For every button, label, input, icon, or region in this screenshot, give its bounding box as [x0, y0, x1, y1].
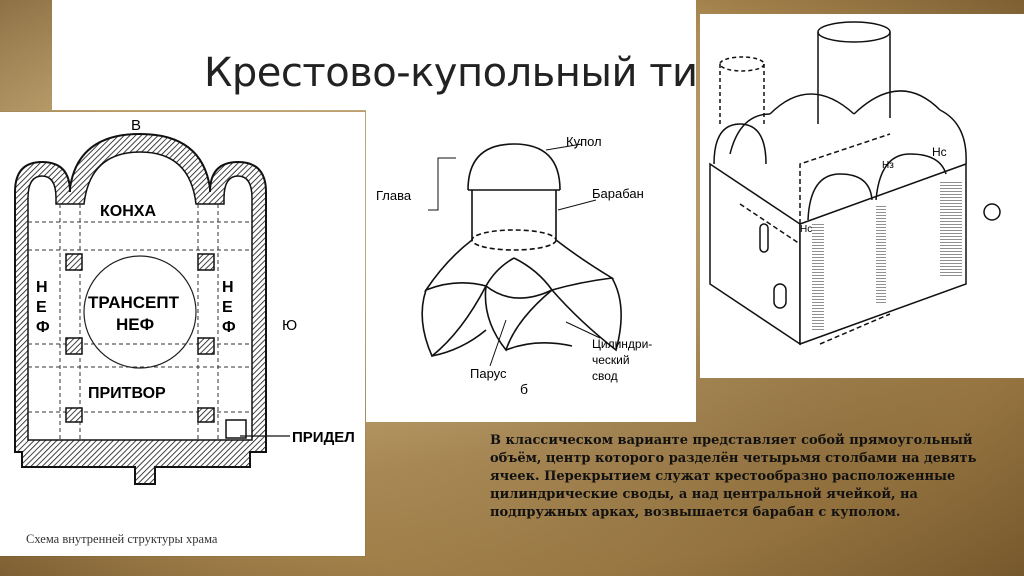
label-south: Ю: [282, 317, 297, 334]
label-parus: Парус: [470, 366, 507, 381]
label-glava: Глава: [376, 188, 412, 203]
dome-leaders: [428, 143, 601, 367]
description-text: В классическом варианте представляет соб…: [490, 433, 977, 520]
label-hc-1: Нс: [932, 145, 947, 159]
isometric-church-panel: Нс Нз Нс: [700, 14, 1024, 378]
section-marker-icon: [983, 203, 1001, 221]
label-baraban: Барабан: [592, 186, 644, 201]
title-panel: Крестово-купольный тип: [52, 0, 724, 110]
plan-caption: Схема внутренней структуры храма: [26, 532, 218, 546]
label-apse: КОНХА: [100, 203, 156, 220]
iso-drawing: [709, 21, 967, 346]
dome-structure-diagram: Купол Барабан Глава Парус Цилиндри- ческ…: [376, 134, 652, 397]
label-narthex: ПРИТВОР: [88, 385, 166, 402]
isometric-church-diagram: Нс Нз Нс: [709, 21, 1001, 346]
chapel-room: [225, 419, 247, 439]
label-vault-2: ческий: [592, 353, 630, 367]
label-vault-1: Цилиндри-: [592, 337, 652, 351]
nave-right-letter-3: Ф: [222, 319, 236, 336]
label-hc-2: Нс: [800, 224, 812, 235]
label-transept-nave: НЕФ: [116, 315, 154, 334]
label-chapel: ПРИДЕЛ: [292, 429, 355, 446]
label-east: В: [131, 117, 141, 134]
nave-right-letter-2: Е: [222, 299, 233, 316]
dome-circle: [83, 255, 197, 369]
label-kupol: Купол: [566, 134, 602, 149]
figure-letter: б: [520, 381, 528, 397]
nave-left-letter-1: Н: [36, 279, 48, 296]
church-plan-panel: В Ю КОНХА ТРАНСЕПТ НЕФ Н Е Ф Н Е Ф ПРИТВ…: [0, 112, 365, 556]
dome-structure-panel: Купол Барабан Глава Парус Цилиндри- ческ…: [366, 110, 696, 422]
church-plan-diagram: В Ю КОНХА ТРАНСЕПТ НЕФ Н Е Ф Н Е Ф ПРИТВ…: [14, 117, 355, 485]
plan-grid: [28, 204, 252, 440]
label-vault-3: свод: [592, 369, 618, 383]
label-h3: Нз: [882, 160, 894, 171]
page-title: Крестово-купольный тип: [204, 50, 724, 96]
dome-drawing: [421, 143, 622, 358]
plan-pillars: [65, 253, 215, 423]
nave-right-letter-1: Н: [222, 279, 234, 296]
nave-left-letter-2: Е: [36, 299, 47, 316]
nave-left-letter-3: Ф: [36, 319, 50, 336]
label-transept: ТРАНСЕПТ: [88, 293, 180, 312]
